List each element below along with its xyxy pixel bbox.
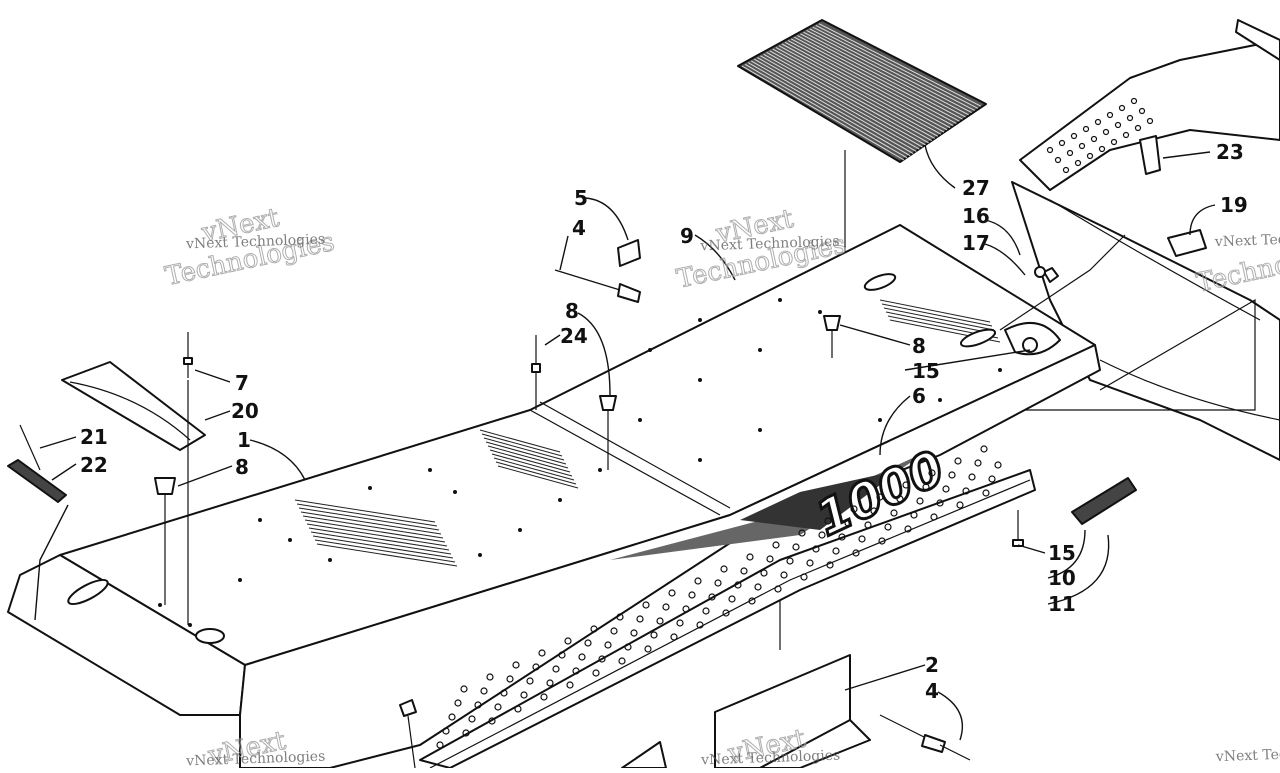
tunnel-seat-1: 1000 — [7, 224, 1101, 769]
watermark: vNext Technologies Technologies — [1193, 229, 1280, 299]
callout-11: 11 — [1048, 592, 1076, 616]
watermark: vNext vNext Technologies — [185, 725, 326, 772]
leader-lines — [34, 144, 1216, 741]
bracket-2 — [621, 600, 871, 769]
reflector-10 — [1071, 477, 1137, 525]
callout-10: 10 — [1048, 566, 1076, 590]
callout-8a: 8 — [565, 299, 579, 323]
fasteners — [19, 135, 1207, 769]
cover-20 — [61, 361, 206, 451]
watermark: vNext Technologies vNext Technologies — [162, 202, 338, 292]
callout-16: 16 — [962, 204, 990, 228]
hood-console — [1011, 19, 1280, 461]
callout-22: 22 — [80, 453, 108, 477]
callout-6: 6 — [912, 384, 926, 408]
callout-19: 19 — [1220, 193, 1248, 217]
callout-9: 9 — [680, 224, 694, 248]
watermark: vNext Technologies — [1215, 744, 1280, 765]
watermark: vNext vNext Technologies — [700, 723, 841, 770]
foot-pad-27 — [737, 19, 987, 365]
callout-15b: 15 — [1048, 541, 1076, 565]
callout-5: 5 — [574, 186, 588, 210]
callout-numbers: 1 2 4 4 5 6 7 8 8 8 9 10 11 15 15 16 17 … — [80, 140, 1248, 703]
callout-27: 27 — [962, 176, 990, 200]
callout-7: 7 — [235, 371, 249, 395]
reflector-22 — [7, 459, 67, 503]
svg-text:vNext Technologies: vNext Technologies — [185, 749, 326, 768]
callout-4a: 4 — [572, 216, 586, 240]
callout-8b: 8 — [235, 455, 249, 479]
callout-23: 23 — [1216, 140, 1244, 164]
callout-15a: 15 — [912, 359, 940, 383]
callout-24: 24 — [560, 324, 588, 348]
svg-text:vNext Technologies: vNext Technologies — [185, 232, 326, 253]
callout-4b: 4 — [925, 679, 939, 703]
callout-21: 21 — [80, 425, 108, 449]
svg-text:vNext Technologies: vNext Technologies — [1214, 229, 1280, 250]
vent-holes — [1046, 97, 1154, 174]
callout-8c: 8 — [912, 334, 926, 358]
callout-20: 20 — [231, 399, 259, 423]
callout-17: 17 — [962, 231, 990, 255]
callout-2: 2 — [925, 653, 939, 677]
svg-text:vNext Technologies: vNext Technologies — [699, 234, 840, 255]
svg-text:vNext Technologies: vNext Technologies — [700, 748, 841, 768]
callout-1: 1 — [237, 428, 251, 452]
svg-text:vNext Technologies: vNext Technologies — [1215, 744, 1280, 765]
